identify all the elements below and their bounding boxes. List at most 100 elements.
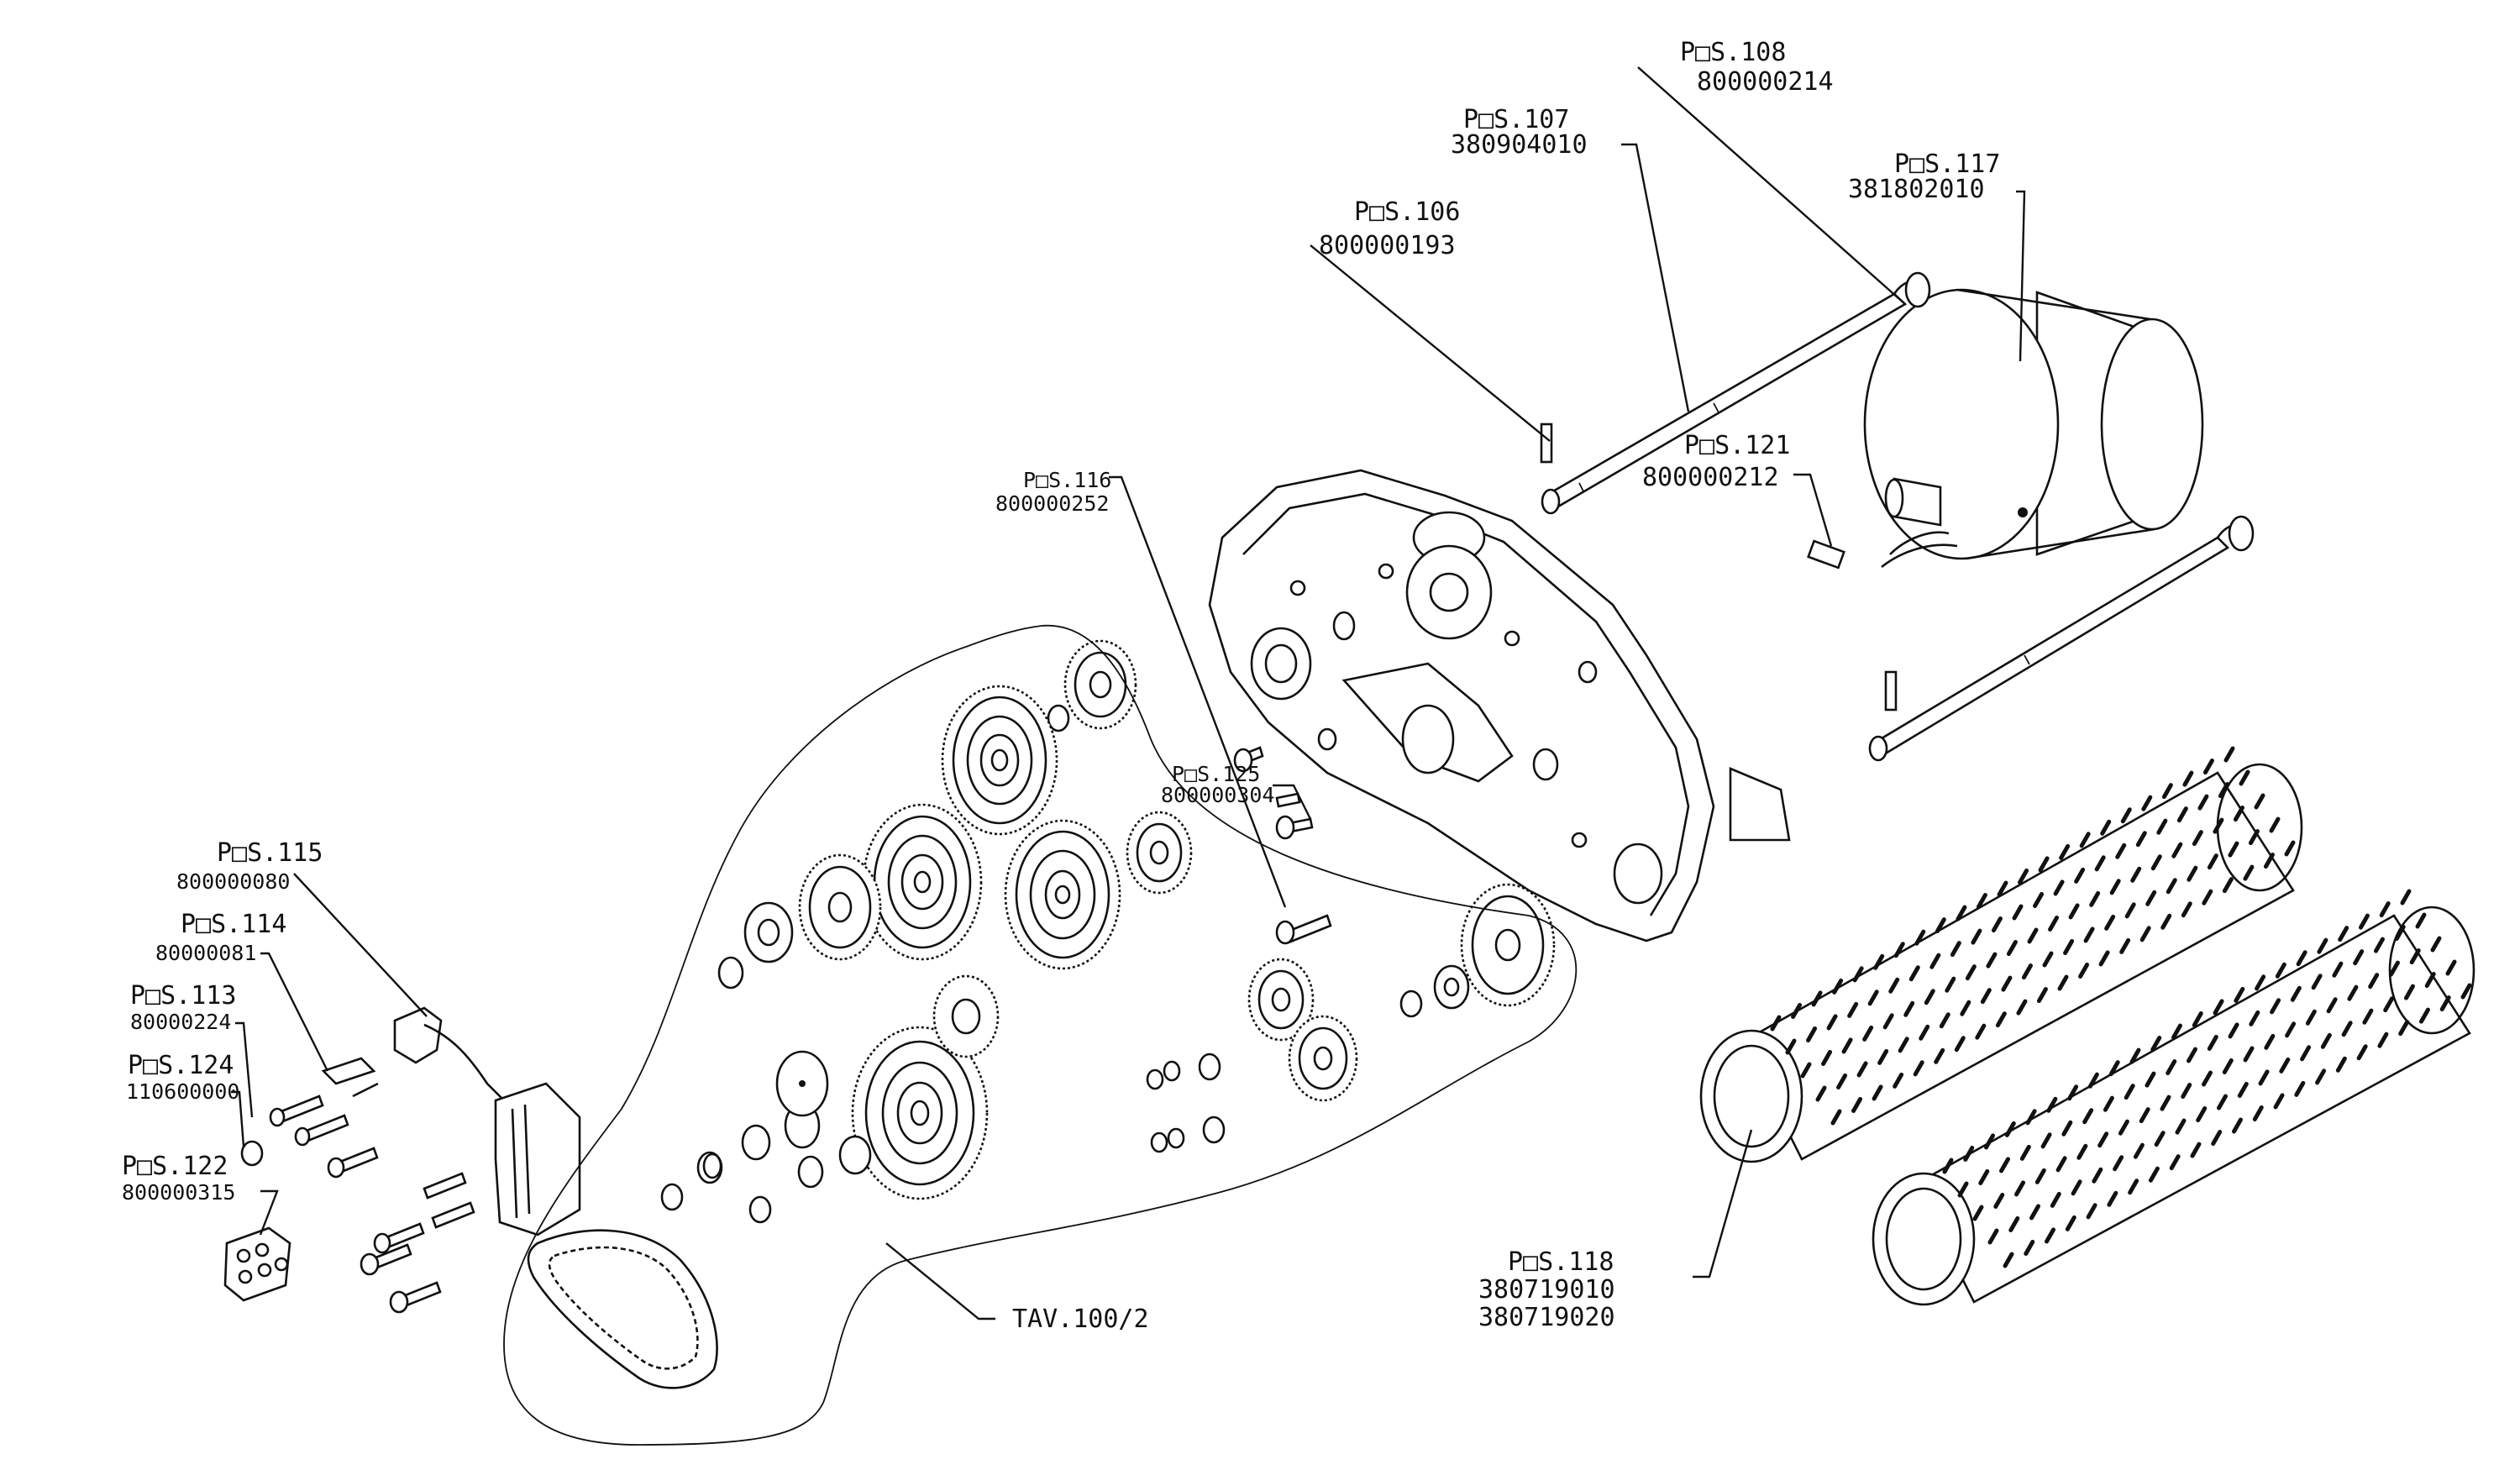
bristle-tuft xyxy=(1836,1073,1848,1089)
bristle-tuft xyxy=(2171,842,2183,858)
bristle-tuft xyxy=(2430,936,2442,953)
bristle-tuft xyxy=(2353,949,2365,966)
bristle-tuft xyxy=(2332,961,2344,978)
svg-text:800000252: 800000252 xyxy=(995,491,1109,516)
bristle-tuft xyxy=(2202,1070,2213,1087)
bristle-tuft xyxy=(2192,1011,2203,1027)
callout-107: P□S.107 380904010 xyxy=(1451,105,1588,160)
bristle-tuft xyxy=(2338,926,2349,942)
svg-text:P□S.113: P□S.113 xyxy=(130,981,236,1011)
bristle-tuft xyxy=(2025,1109,2037,1126)
bristle-tuft xyxy=(1986,952,1998,969)
bristle-tuft xyxy=(2296,950,2307,967)
svg-text:P□S.118: P□S.118 xyxy=(1508,1247,1614,1277)
bristle-tuft xyxy=(2187,865,2198,882)
callout-115: P□S.115 800000080 xyxy=(176,838,323,894)
bristle-tuft xyxy=(1791,1002,1803,1019)
bristle-tuft xyxy=(2222,1058,2234,1074)
bristle-tuft xyxy=(2004,1121,2016,1137)
bristle-tuft xyxy=(1954,1036,1966,1053)
bristle-tuft xyxy=(2148,1166,2160,1183)
bristle-tuft xyxy=(2202,759,2214,775)
bristle-tuft xyxy=(2118,1119,2129,1136)
callout-113: P□S.113 80000224 xyxy=(130,981,236,1034)
bristle-tuft xyxy=(2270,998,2281,1015)
screws xyxy=(660,746,1332,1224)
bristle-tuft xyxy=(2243,1046,2255,1063)
bristle-tuft xyxy=(1924,989,1935,1005)
bristle-tuft xyxy=(1965,964,1977,981)
bristle-tuft xyxy=(2400,889,2412,906)
bristle-tuft xyxy=(2003,1252,2014,1268)
bristle-tuft xyxy=(2129,1047,2141,1064)
bristle-tuft xyxy=(2160,913,2172,930)
bristle-tuft xyxy=(2223,746,2235,763)
bristle-tuft xyxy=(2317,937,2328,954)
bristle-tuft xyxy=(2175,1118,2187,1135)
bristle-tuft xyxy=(2115,843,2127,859)
bristle-tuft xyxy=(1873,953,1885,970)
bristle-tuft xyxy=(2036,987,2048,1004)
bristle-tuft xyxy=(2424,972,2436,989)
bristle-tuft xyxy=(2097,1131,2109,1148)
bristle-tuft xyxy=(2176,806,2188,823)
bristle-tuft xyxy=(1893,1072,1904,1089)
svg-text:P□S.108: P□S.108 xyxy=(1680,38,1786,67)
bristle-tuft xyxy=(1957,1181,1969,1198)
bristle-tuft xyxy=(2109,879,2121,895)
bristle-tuft xyxy=(2190,1142,2202,1158)
bristle-tuft xyxy=(2057,974,2069,991)
bristle-tuft xyxy=(2305,1009,2317,1026)
bristle-tuft xyxy=(2038,856,2050,873)
bristle-tuft xyxy=(2181,901,2192,918)
bristle-tuft xyxy=(2078,962,2090,979)
bristle-tuft xyxy=(1882,1013,1894,1030)
bristle-tuft xyxy=(1914,929,1926,946)
bristle-tuft xyxy=(2356,1044,2368,1061)
bristle-tuft xyxy=(2166,878,2177,895)
bristle-tuft xyxy=(2083,927,2095,943)
bristle-tuft xyxy=(2103,1095,2114,1112)
bristle-tuft xyxy=(1856,1061,1868,1078)
bristle-tuft xyxy=(2050,1191,2061,1208)
bristle-tuft xyxy=(2119,937,2131,954)
bristle-tuft xyxy=(2139,1107,2150,1124)
bristle-tuft xyxy=(1800,1062,1812,1079)
bristle-tuft xyxy=(2008,1215,2020,1232)
gears xyxy=(696,639,1556,1200)
bristle-tuft xyxy=(2071,1179,2082,1196)
svg-text:80000224: 80000224 xyxy=(130,1010,231,1034)
bristle-tuft xyxy=(2234,986,2245,1003)
bristle-tuft xyxy=(2403,984,2415,1000)
bristle-tuft xyxy=(2086,1203,2097,1220)
bristle-tuft xyxy=(2061,1120,2073,1137)
bristle-tuft xyxy=(1806,1026,1818,1042)
bristle-tuft xyxy=(1832,978,1844,995)
svg-text:380904010: 380904010 xyxy=(1451,130,1588,160)
bristle-tuft xyxy=(2326,997,2338,1014)
bristle-tuft xyxy=(1898,1037,1909,1053)
bristle-tuft xyxy=(2156,818,2168,835)
bristle-tuft xyxy=(2228,1022,2239,1039)
bristle-tuft xyxy=(2233,806,2244,822)
bristle-tuft xyxy=(2294,1080,2306,1097)
bristle-tuft xyxy=(1908,965,1920,982)
bristle-tuft xyxy=(2335,1056,2347,1073)
drive-belt xyxy=(527,1229,718,1389)
bristle-tuft xyxy=(2016,999,2028,1016)
bristle-tuft xyxy=(1815,1085,1827,1102)
svg-text:800000080: 800000080 xyxy=(176,869,290,894)
svg-text:P□S.106: P□S.106 xyxy=(1354,197,1460,227)
bristle-tuft xyxy=(2014,1180,2026,1197)
bristle-tuft xyxy=(1929,953,1941,969)
bristle-tuft xyxy=(2347,984,2359,1001)
bristle-tuft xyxy=(2379,901,2391,918)
svg-text:80000081: 80000081 xyxy=(155,941,256,965)
svg-text:P□S.114: P□S.114 xyxy=(181,910,286,939)
motor xyxy=(1863,288,2204,569)
bristle-tuft xyxy=(2001,975,2013,992)
svg-text:P□S.107: P□S.107 xyxy=(1463,105,1569,134)
svg-text:P□S.124: P□S.124 xyxy=(128,1051,234,1080)
bristle-tuft xyxy=(1877,1048,1889,1065)
bristle-tuft xyxy=(2092,1167,2103,1184)
